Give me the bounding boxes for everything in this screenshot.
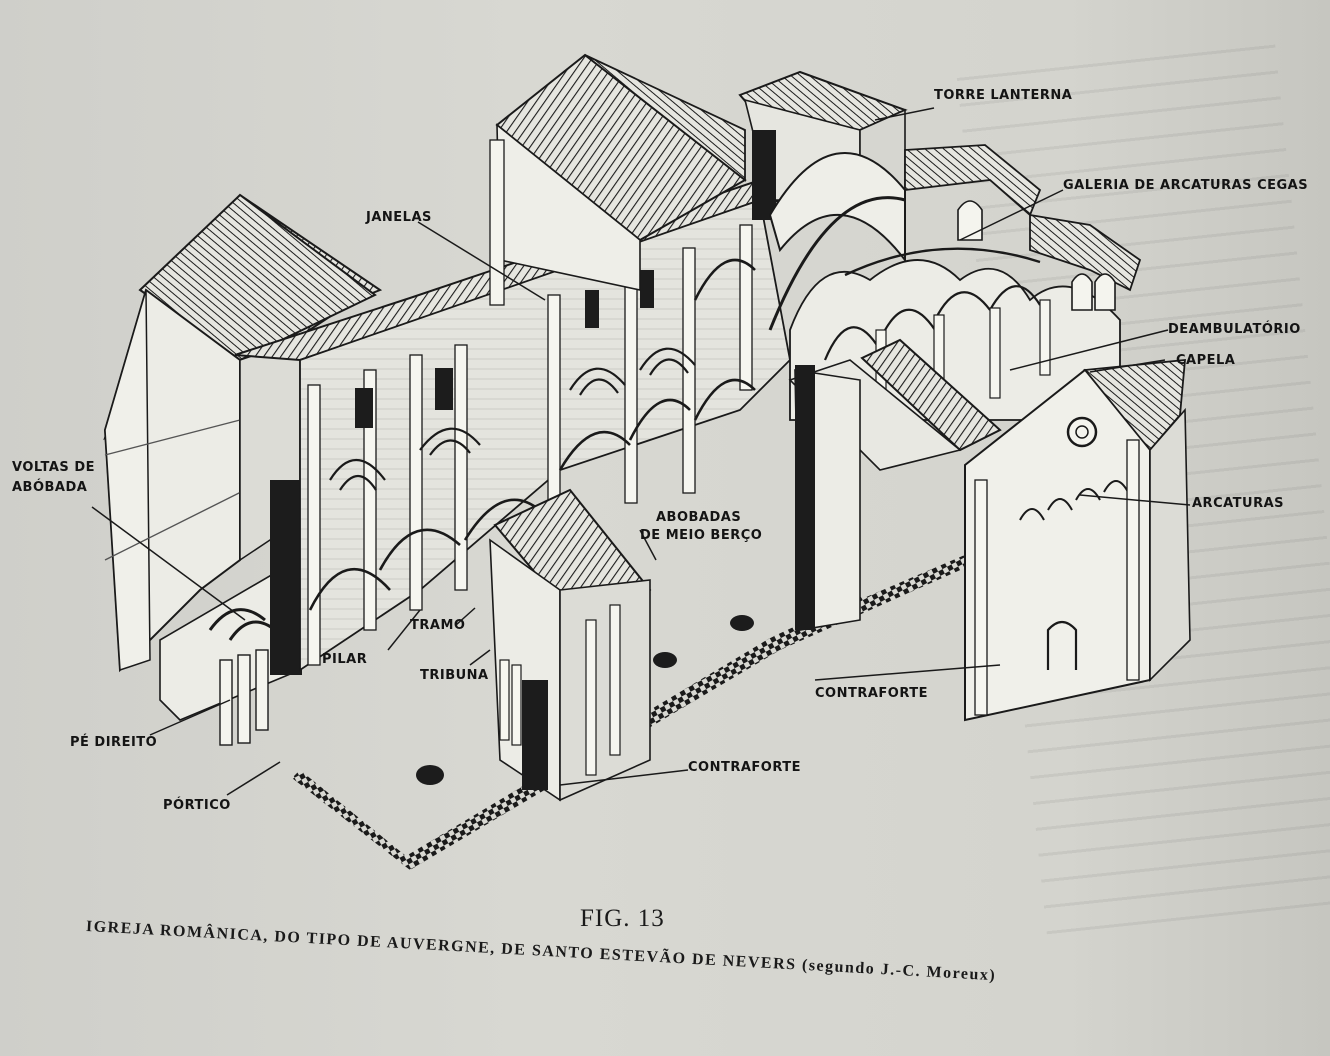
label-galeria: GALERIA DE ARCATURAS CEGAS <box>1063 178 1309 193</box>
label-contraforte-bottom: CONTRAFORTE <box>688 760 802 775</box>
crossing-vault <box>768 152 906 263</box>
label-torre-lanterna: TORRE LANTERNA <box>934 88 1073 103</box>
figure-number: FIG. 13 <box>580 905 665 932</box>
label-arcaturas: ARCATURAS <box>1192 496 1285 511</box>
label-pe-direito: PÉ DIREITO <box>70 735 158 750</box>
label-tramo: TRAMO <box>410 618 466 633</box>
aisle-roof <box>860 338 1002 452</box>
label-voltas-2: ABÓBADA <box>12 480 88 495</box>
label-abobadas-1: ABOBADAS <box>656 510 742 525</box>
label-tribuna: TRIBUNA <box>420 668 489 683</box>
label-deambulatorio: DEAMBULATÓRIO <box>1168 322 1301 337</box>
label-abobadas-2: DE MEIO BERÇO <box>640 528 763 543</box>
label-voltas-1: VOLTAS DE <box>12 460 95 475</box>
label-contraforte-right: CONTRAFORTE <box>815 686 929 701</box>
label-portico: PÓRTICO <box>163 798 231 813</box>
leader-lines <box>91 107 1191 796</box>
label-janelas: JANELAS <box>366 210 432 225</box>
label-pilar: PILAR <box>322 652 368 667</box>
label-capela: CAPELA <box>1176 353 1236 368</box>
